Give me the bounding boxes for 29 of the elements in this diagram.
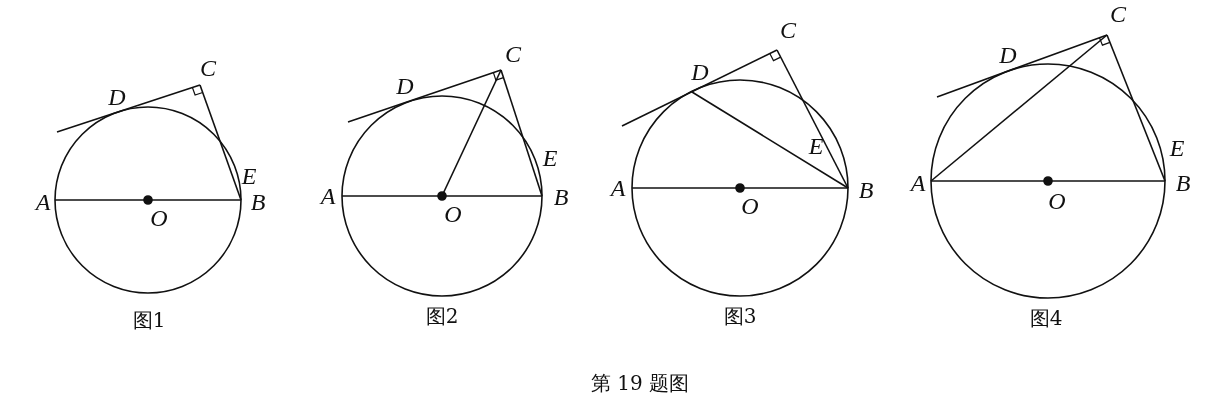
figure-label: 图2: [425, 306, 459, 326]
point-label: D: [396, 74, 414, 98]
point-label: A: [35, 190, 51, 214]
point-label: A: [320, 184, 336, 208]
figure-label: 图1: [132, 310, 166, 330]
point-label: O: [150, 206, 168, 230]
point-label: E: [241, 164, 257, 188]
caption: 第 19 题图: [590, 373, 690, 393]
point-label: D: [999, 43, 1017, 67]
point-label: O: [741, 194, 759, 218]
point-label: D: [108, 85, 126, 109]
point-label: O: [444, 202, 462, 226]
point-label: B: [250, 190, 266, 214]
point-label: E: [542, 146, 558, 170]
point-label: E: [808, 134, 824, 158]
point-label: O: [1048, 189, 1066, 213]
point-label: A: [610, 176, 626, 200]
figure-label: 图4: [1029, 308, 1063, 328]
point-label: C: [200, 56, 216, 80]
point-label: E: [1169, 136, 1185, 160]
point-label: C: [505, 42, 521, 66]
point-label: B: [1175, 171, 1191, 195]
point-label: B: [553, 185, 569, 209]
point-label: A: [910, 171, 926, 195]
point-label: B: [858, 178, 874, 202]
point-label: C: [1110, 2, 1126, 26]
point-label: D: [691, 60, 709, 84]
point-label: C: [780, 18, 796, 42]
figure-label: 图3: [723, 306, 757, 326]
